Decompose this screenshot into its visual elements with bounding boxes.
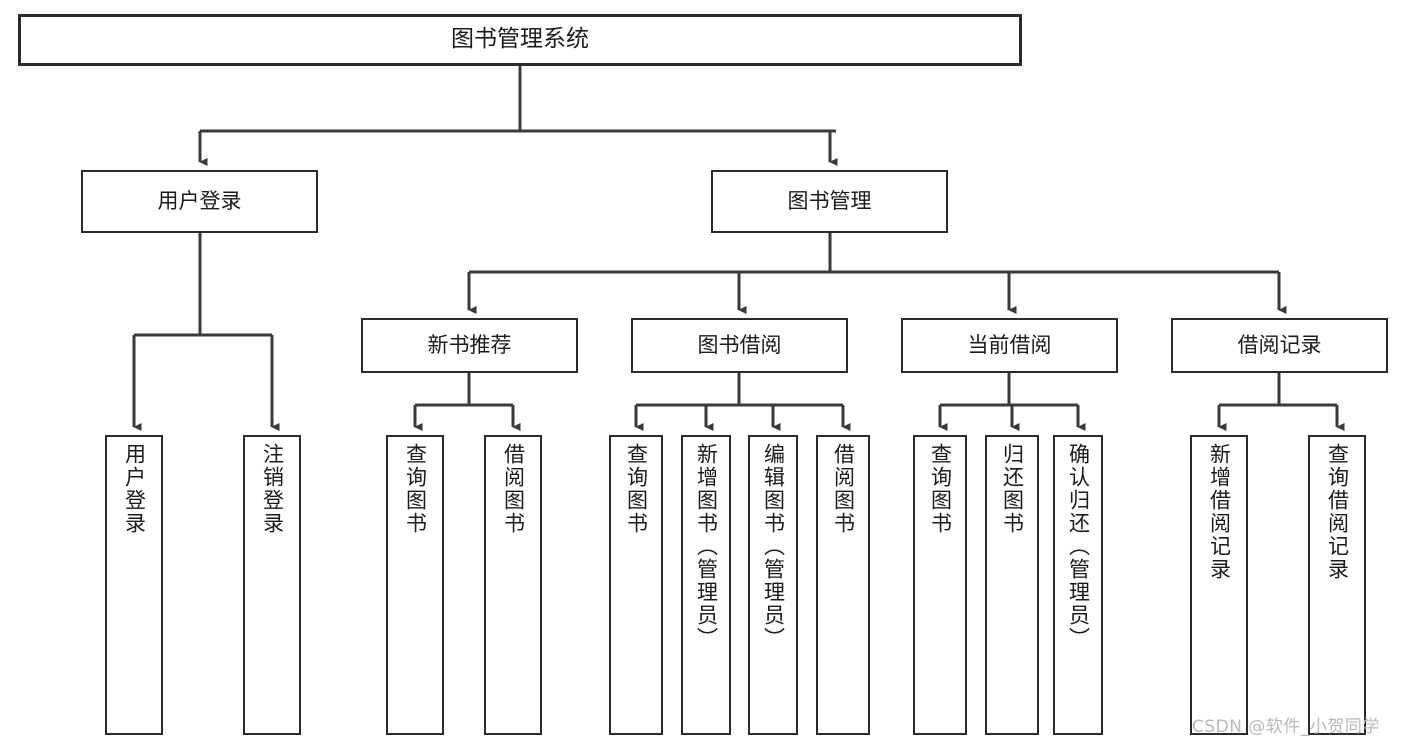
node-leaf-rec-query[interactable]: 查询图书 [386,435,444,735]
node-leaf-cur-query[interactable]: 查询图书 [913,435,967,735]
node-leaf-user-logout-label: 注销登录 [260,443,285,535]
node-leaf-borrow-do-label: 借阅图书 [831,443,856,535]
node-leaf-rec-search[interactable]: 查询借阅记录 [1308,435,1366,735]
node-book-borrow[interactable]: 图书借阅 [631,318,848,373]
node-leaf-rec-add-label: 新增借阅记录 [1207,443,1232,581]
node-leaf-borrow-add[interactable]: 新增图书（管理员） [681,435,731,735]
node-leaf-user-login-label: 用户登录 [122,443,147,535]
node-leaf-cur-return-label: 归还图书 [1000,443,1025,535]
node-leaf-cur-query-label: 查询图书 [928,443,953,535]
node-current-borrow[interactable]: 当前借阅 [901,318,1118,373]
node-book-borrow-label: 图书借阅 [697,333,782,358]
node-leaf-borrow-do[interactable]: 借阅图书 [816,435,870,735]
node-leaf-cur-confirm[interactable]: 确认归还（管理员） [1053,435,1103,735]
node-book-manage[interactable]: 图书管理 [711,170,948,233]
node-leaf-user-login[interactable]: 用户登录 [105,435,163,735]
node-new-book-rec[interactable]: 新书推荐 [361,318,578,373]
node-current-borrow-label: 当前借阅 [967,333,1052,358]
node-root-label: 图书管理系统 [451,26,589,53]
node-new-book-rec-label: 新书推荐 [427,333,512,358]
node-leaf-borrow-query[interactable]: 查询图书 [609,435,663,735]
node-user-login-label: 用户登录 [157,189,242,214]
node-leaf-rec-borrow[interactable]: 借阅图书 [484,435,542,735]
node-leaf-user-logout[interactable]: 注销登录 [243,435,301,735]
node-leaf-borrow-add-label: 新增图书（管理员） [694,443,719,650]
node-leaf-rec-borrow-label: 借阅图书 [501,443,526,535]
node-borrow-record-label: 借阅记录 [1237,333,1322,358]
node-leaf-rec-search-label: 查询借阅记录 [1325,443,1350,581]
node-leaf-borrow-edit[interactable]: 编辑图书（管理员） [748,435,798,735]
node-leaf-cur-confirm-label: 确认归还（管理员） [1066,443,1091,650]
node-root[interactable]: 图书管理系统 [18,14,1022,66]
node-leaf-borrow-query-label: 查询图书 [624,443,649,535]
node-leaf-cur-return[interactable]: 归还图书 [985,435,1039,735]
node-book-manage-label: 图书管理 [787,189,872,214]
node-leaf-rec-query-label: 查询图书 [403,443,428,535]
node-user-login[interactable]: 用户登录 [81,170,318,233]
node-borrow-record[interactable]: 借阅记录 [1171,318,1388,373]
node-leaf-borrow-edit-label: 编辑图书（管理员） [761,443,786,650]
node-leaf-rec-add[interactable]: 新增借阅记录 [1190,435,1248,735]
